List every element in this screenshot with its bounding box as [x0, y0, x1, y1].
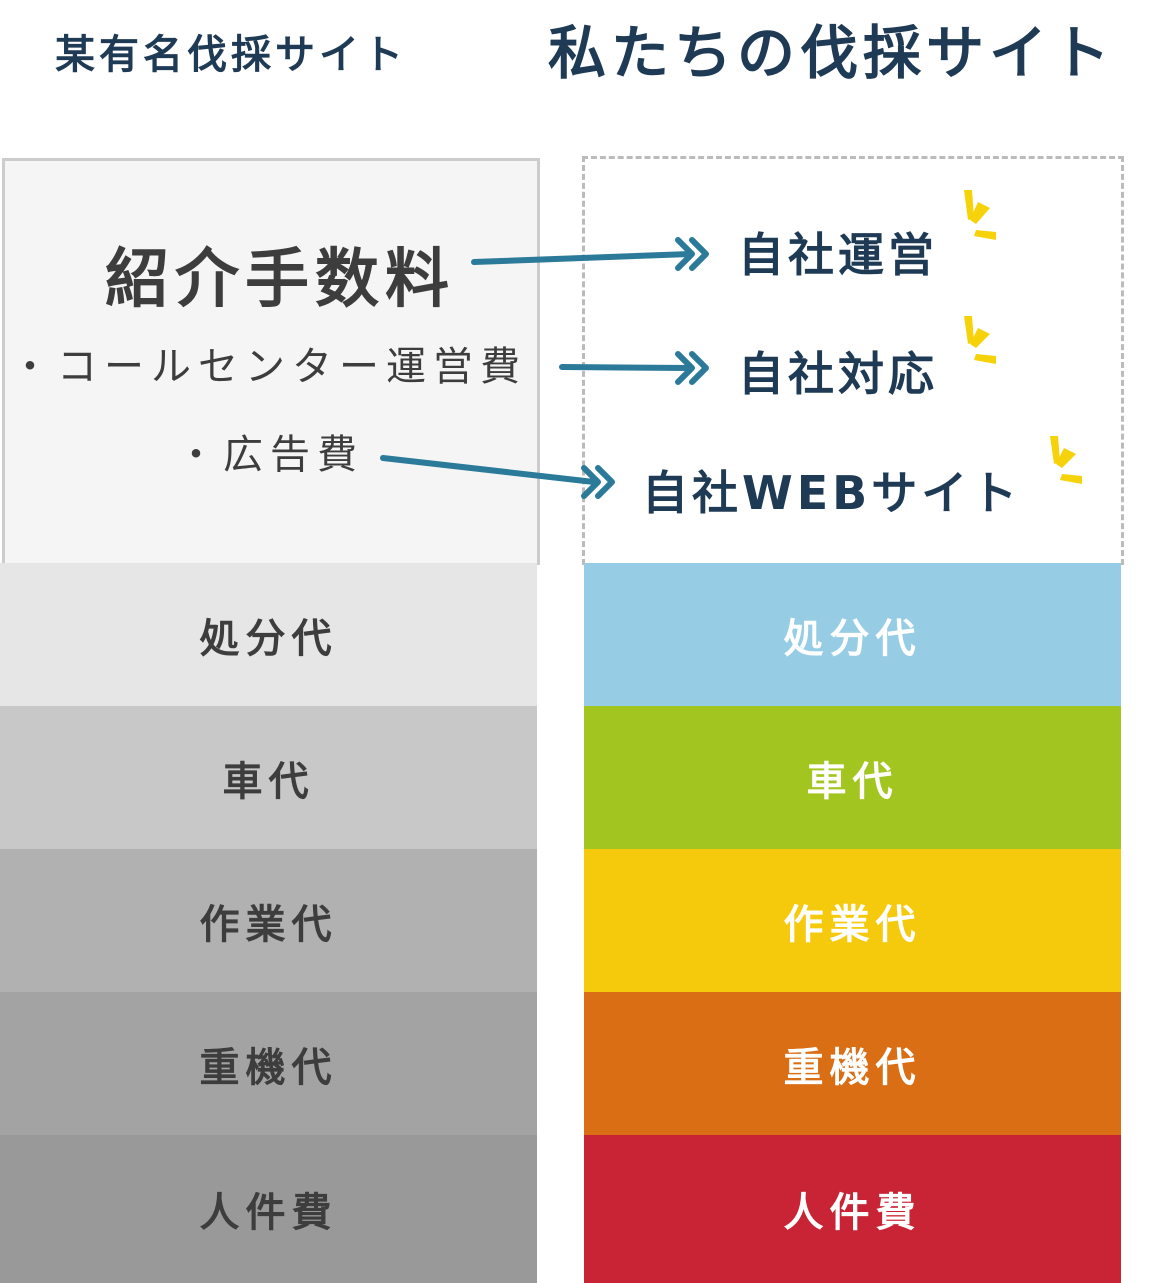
fee-item-call-center: ・コールセンター運営費 — [10, 344, 527, 390]
left-row-labor-work: 作業代 — [0, 849, 537, 992]
feature-self-handled: 自社対応 — [738, 347, 938, 401]
right-row-disposal: 処分代 — [584, 563, 1121, 706]
left-row-disposal: 処分代 — [0, 563, 537, 706]
left-heading: 某有名伐採サイト — [55, 32, 407, 78]
right-heading: 私たちの伐採サイト — [548, 19, 1116, 87]
left-row-personnel: 人件費 — [0, 1135, 537, 1283]
arrow-right-icon — [471, 251, 693, 265]
double-chevron-icon — [581, 465, 615, 499]
left-row-vehicle: 車代 — [0, 706, 537, 849]
referral-fee-title: 紹介手数料 — [105, 243, 455, 317]
arrow-group — [380, 237, 709, 499]
right-row-heavy-machinery: 重機代 — [584, 992, 1121, 1135]
left-fee-box — [2, 158, 540, 565]
fee-item-advertising: ・広告費 — [176, 432, 364, 478]
left-row-heavy-machinery: 重機代 — [0, 992, 537, 1135]
right-row-personnel: 人件費 — [584, 1135, 1121, 1283]
double-chevron-icon — [675, 351, 709, 385]
right-feature-box — [582, 156, 1124, 565]
right-row-vehicle: 車代 — [584, 706, 1121, 849]
feature-own-website: 自社WEBサイト — [642, 466, 1022, 520]
feature-self-operated: 自社運営 — [738, 228, 938, 282]
arrow-right-icon — [380, 455, 597, 485]
sparkle-group — [964, 190, 1082, 484]
right-row-labor-work: 作業代 — [584, 849, 1121, 992]
sparkle-icon — [1050, 436, 1082, 484]
double-chevron-icon — [675, 237, 709, 271]
sparkle-icon — [964, 316, 996, 364]
arrow-right-icon — [559, 364, 693, 371]
sparkle-icon — [964, 190, 996, 240]
